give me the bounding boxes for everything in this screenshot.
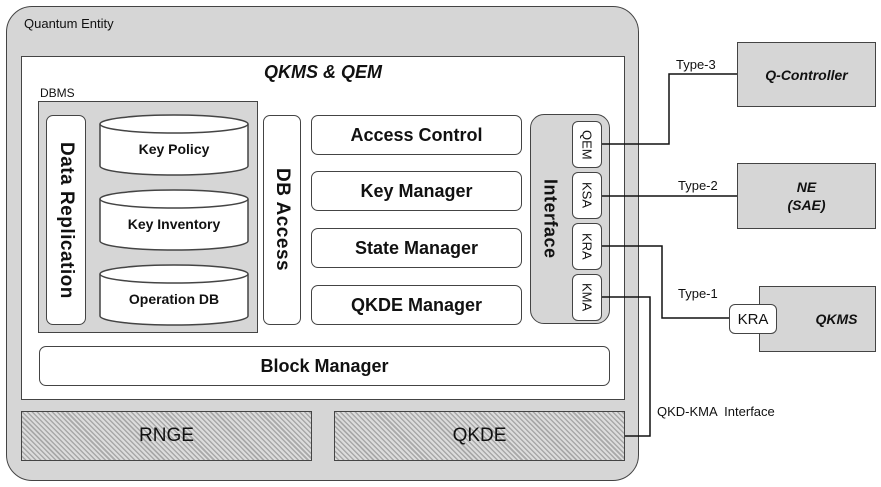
key-manager-box: Key Manager bbox=[311, 171, 522, 211]
ne-sae-box: NE (SAE) bbox=[737, 163, 876, 229]
port-ksa: KSA bbox=[572, 172, 602, 219]
qkde-manager-box: QKDE Manager bbox=[311, 285, 522, 325]
kra-external-port: KRA bbox=[729, 304, 777, 334]
qkde-module: QKDE bbox=[334, 411, 625, 461]
db-access-box: DB Access bbox=[263, 115, 301, 325]
key-manager-label: Key Manager bbox=[360, 180, 473, 201]
type1-label: Type-1 bbox=[678, 286, 718, 301]
db-label-key-inventory: Key Inventory bbox=[127, 216, 221, 232]
data-replication-box: Data Replication bbox=[46, 115, 86, 325]
q-controller-box: Q-Controller bbox=[737, 42, 876, 107]
qkde-manager-label: QKDE Manager bbox=[350, 294, 483, 315]
qkd-kma-interface-label: QKD-KMA Interface bbox=[657, 404, 775, 419]
port-qem: QEM bbox=[572, 121, 602, 168]
ne-label: NE bbox=[796, 179, 817, 195]
qkms-external-label: QKMS bbox=[815, 311, 858, 327]
port-kma: KMA bbox=[572, 274, 602, 321]
port-ksa-label: KSA bbox=[579, 182, 595, 209]
db-label-operation-db: Operation DB bbox=[128, 291, 220, 307]
type2-label: Type-2 bbox=[678, 178, 718, 193]
state-manager-box: State Manager bbox=[311, 228, 522, 268]
qkms-external-box: QKMS bbox=[759, 286, 876, 352]
block-manager-label: Block Manager bbox=[260, 355, 389, 376]
port-kra: KRA bbox=[572, 223, 602, 270]
block-manager-box: Block Manager bbox=[39, 346, 610, 386]
port-qem-label: QEM bbox=[579, 129, 595, 160]
data-replication-label: Data Replication bbox=[56, 141, 77, 299]
interface-label: Interface bbox=[540, 179, 561, 259]
port-kra-label: KRA bbox=[579, 233, 595, 260]
rnge-module: RNGE bbox=[21, 411, 312, 461]
qkms-qem-title: QKMS & QEM bbox=[263, 62, 382, 82]
interface-label-wrap: Interface bbox=[534, 114, 566, 324]
rnge-label: RNGE bbox=[139, 425, 194, 446]
qkde-label: QKDE bbox=[452, 425, 507, 446]
type3-label: Type-3 bbox=[676, 57, 716, 72]
quantum-entity-label: Quantum Entity bbox=[24, 16, 114, 31]
db-label-key-policy: Key Policy bbox=[138, 141, 210, 157]
sae-label: (SAE) bbox=[787, 197, 826, 213]
kra-external-label: KRA bbox=[737, 310, 769, 328]
access-control-box: Access Control bbox=[311, 115, 522, 155]
port-kma-label: KMA bbox=[579, 283, 595, 312]
db-access-label: DB Access bbox=[272, 168, 293, 272]
dbms-label: DBMS bbox=[40, 86, 75, 100]
q-controller-label: Q-Controller bbox=[765, 66, 848, 83]
access-control-label: Access Control bbox=[350, 124, 483, 145]
state-manager-label: State Manager bbox=[354, 237, 479, 258]
